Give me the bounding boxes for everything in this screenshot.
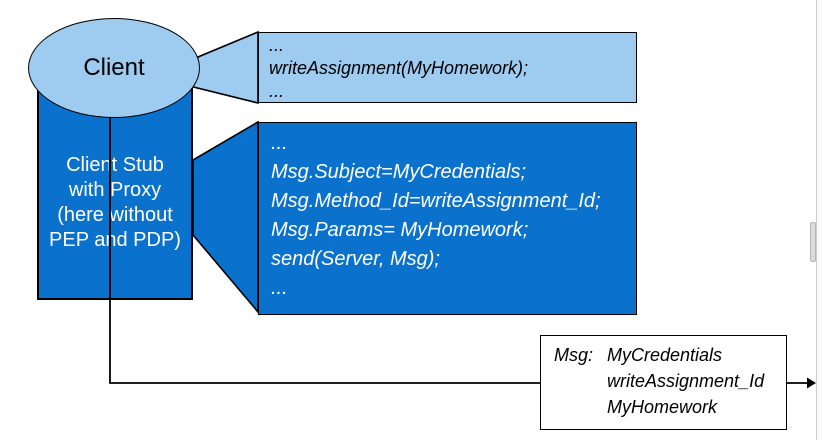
- client-label: Client: [83, 54, 145, 81]
- code-line: Msg.Params= MyHomework;: [271, 219, 529, 241]
- message-box-label: Msg:: [554, 345, 594, 365]
- message-box: Msg: MyCredentials writeAssignment_Id My…: [540, 335, 787, 430]
- window-edge-strip: [817, 0, 822, 440]
- stub-callout-pointer: [192, 120, 259, 315]
- client-node: Client: [28, 18, 200, 118]
- client-stub-label-line: (here without: [57, 204, 173, 226]
- client-stub-label-line: Client Stub: [66, 154, 164, 176]
- client-stub-label-line: with Proxy: [68, 179, 162, 201]
- code-line: Msg.Subject=MyCredentials;: [271, 161, 527, 183]
- arrow-head-icon: [807, 377, 816, 389]
- client-callout-pointer: [192, 30, 259, 105]
- message-value: MyHomework: [607, 397, 718, 417]
- code-line: ...: [271, 277, 288, 299]
- code-line: send(Server, Msg);: [271, 248, 440, 270]
- stub-code-callout: ... Msg.Subject=MyCredentials; Msg.Metho…: [258, 122, 637, 315]
- client-stub-label-line: PEP and PDP): [49, 229, 181, 251]
- code-line: ...: [269, 81, 285, 101]
- message-value: MyCredentials: [607, 345, 723, 365]
- code-line: writeAssignment(MyHomework);: [269, 58, 529, 78]
- client-code-callout: ... writeAssignment(MyHomework); ...: [258, 32, 637, 103]
- scrollbar-thumb[interactable]: [810, 222, 816, 262]
- code-line: ...: [271, 132, 288, 154]
- code-line: ...: [269, 35, 285, 55]
- message-value: writeAssignment_Id: [607, 371, 765, 391]
- code-line: Msg.Method_Id=writeAssignment_Id;: [271, 190, 601, 212]
- window-edge-line: [816, 0, 817, 440]
